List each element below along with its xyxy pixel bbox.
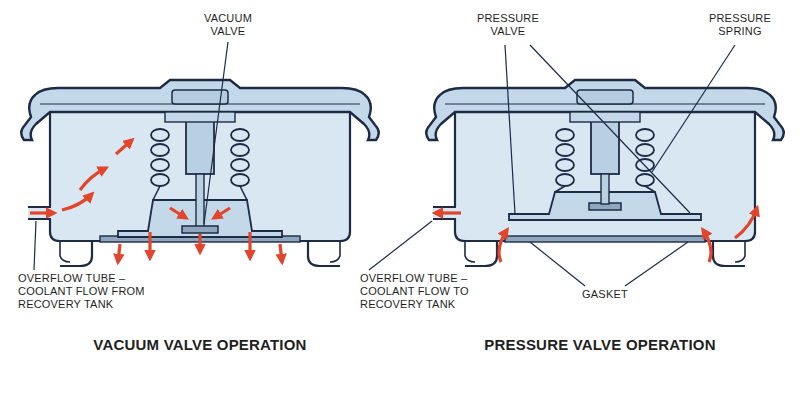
flow-arrows — [30, 211, 54, 214]
flow-arrows — [148, 232, 151, 258]
flow-arrows — [499, 230, 507, 262]
flow-arrows — [435, 211, 461, 214]
pressure-cap-drawing — [426, 80, 784, 266]
vacuum-cap-drawing — [196, 174, 204, 228]
leader-lines — [530, 242, 585, 286]
flow-arrows — [214, 208, 230, 218]
panel-caption: VACUUM VALVE OPERATION — [50, 336, 350, 354]
leader-lines — [625, 242, 688, 286]
flow-arrows — [170, 208, 186, 218]
vacuum-cap-drawing — [153, 186, 160, 200]
pressure-cap-drawing — [426, 80, 784, 266]
tube-label: OVERFLOW TUBE – COOLANT FLOW FROM RECOVE… — [18, 272, 146, 311]
pressure-cap-drawing — [601, 174, 609, 204]
pressure-cap-drawing — [555, 186, 565, 192]
flow-arrows — [30, 140, 282, 262]
leader-lines — [34, 42, 735, 286]
leader-lines — [204, 42, 228, 224]
flow-arrows — [80, 168, 106, 190]
leader-lines — [369, 221, 432, 270]
vacuum-cap-drawing — [182, 226, 218, 233]
part-label: GASKET — [565, 288, 645, 301]
tube-label: OVERFLOW TUBE – COOLANT FLOW TO RECOVERY… — [360, 272, 488, 311]
pressure-cap-drawing — [645, 186, 655, 192]
vacuum-cap-drawing — [21, 80, 379, 266]
leader-lines — [652, 45, 735, 172]
vacuum-cap-drawing — [21, 80, 379, 266]
part-label: VACUUM VALVE — [193, 12, 263, 38]
flow-arrows — [735, 208, 757, 238]
flow-arrows — [118, 244, 120, 262]
flow-arrows — [280, 244, 282, 262]
panel-caption: PRESSURE VALVE OPERATION — [450, 336, 750, 354]
flow-arrows — [435, 208, 757, 262]
leader-lines — [505, 45, 515, 214]
flow-arrows — [198, 234, 201, 252]
flow-arrows — [703, 230, 711, 262]
leader-lines — [34, 221, 36, 270]
flow-arrows — [62, 194, 92, 210]
flow-arrows — [248, 232, 251, 258]
flow-arrows — [116, 140, 132, 154]
vacuum-cap-drawing — [240, 186, 247, 200]
part-label: PRESSURE SPRING — [700, 12, 780, 38]
leader-lines — [530, 45, 690, 213]
part-label: PRESSURE VALVE — [468, 12, 548, 38]
